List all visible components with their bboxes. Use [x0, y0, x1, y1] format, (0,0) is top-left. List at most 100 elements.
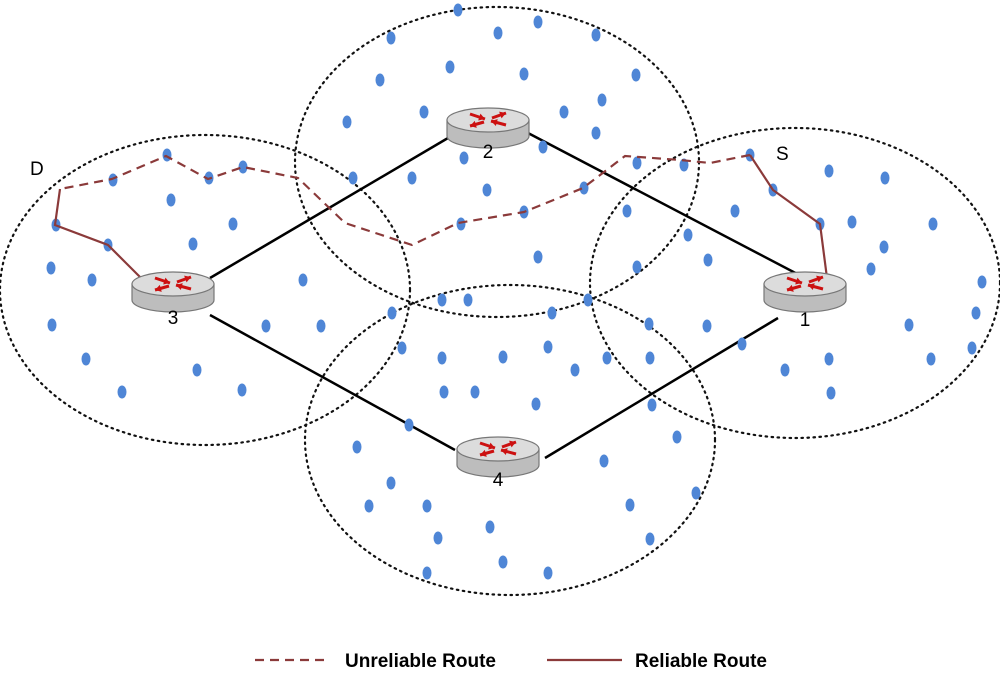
sensor-node	[622, 204, 632, 218]
router-label-3: 3	[168, 308, 179, 329]
sensor-node	[737, 337, 747, 351]
sensor-node	[237, 383, 247, 397]
sensor-node	[971, 306, 981, 320]
router-1: 1	[763, 271, 847, 331]
sensor-node	[672, 430, 682, 444]
sensor-node	[703, 253, 713, 267]
sensor-node	[599, 454, 609, 468]
sensor-node	[485, 520, 495, 534]
router-label-2: 2	[483, 142, 494, 163]
sensor-node	[117, 385, 127, 399]
sensor-node	[386, 476, 396, 490]
router-4: 4	[456, 436, 540, 491]
sensor-node	[46, 261, 56, 275]
sensor-node	[591, 126, 601, 140]
sensor-node	[780, 363, 790, 377]
sensor-node	[422, 566, 432, 580]
destination-label: D	[30, 159, 44, 180]
sensor-node	[342, 115, 352, 129]
sensor-node	[533, 250, 543, 264]
sensor-node	[352, 440, 362, 454]
sensor-node	[422, 499, 432, 513]
sensor-node	[519, 67, 529, 81]
source-label: S	[776, 144, 789, 165]
sensor-node	[644, 317, 654, 331]
sensor-node	[631, 68, 641, 82]
coverage-area-router-4	[303, 283, 717, 597]
sensor-node	[453, 3, 463, 17]
sensor-node	[188, 237, 198, 251]
sensor-node	[437, 351, 447, 365]
sensor-node	[387, 306, 397, 320]
sensor-node	[602, 351, 612, 365]
sensor-node	[625, 498, 635, 512]
sensor-node	[459, 151, 469, 165]
sensor-node	[543, 340, 553, 354]
sensor-node	[533, 15, 543, 29]
sensor-node	[967, 341, 977, 355]
sensor-node	[679, 158, 689, 172]
sensor-node	[597, 93, 607, 107]
legend-unreliable-label: Unreliable Route	[345, 651, 496, 672]
sensor-node	[570, 363, 580, 377]
sensor-node	[87, 273, 97, 287]
sensor-node	[433, 531, 443, 545]
sensor-nodes	[46, 3, 987, 580]
sensor-node	[470, 385, 480, 399]
router-2: 2	[446, 107, 530, 163]
link-2-1	[527, 131, 806, 280]
sensor-node	[904, 318, 914, 332]
sensor-node	[493, 26, 503, 40]
sensor-node	[691, 486, 701, 500]
sensor-node	[81, 352, 91, 366]
sensor-node	[407, 171, 417, 185]
router-icon	[456, 436, 540, 478]
sensor-node	[456, 217, 466, 231]
sensor-node	[162, 148, 172, 162]
sensor-node	[683, 228, 693, 242]
sensor-node	[445, 60, 455, 74]
sensor-node	[404, 418, 414, 432]
sensor-node	[316, 319, 326, 333]
sensor-node	[531, 397, 541, 411]
sensor-node	[498, 555, 508, 569]
legend: Unreliable Route Reliable Route	[255, 651, 767, 672]
sensor-node	[543, 566, 553, 580]
sensor-node	[583, 293, 593, 307]
sensor-node	[824, 352, 834, 366]
backbone-links	[209, 131, 806, 460]
sensor-node	[192, 363, 202, 377]
sensor-node	[364, 499, 374, 513]
reliable-route-destination	[53, 188, 144, 281]
unreliable-route	[59, 153, 751, 247]
link-3-4	[209, 313, 456, 452]
sensor-node	[632, 156, 642, 170]
router-label-4: 4	[493, 470, 504, 491]
coverage-area-router-3	[0, 133, 412, 447]
sensor-node	[439, 385, 449, 399]
router-3: 3	[131, 271, 215, 329]
sensor-node	[261, 319, 271, 333]
sensor-node	[298, 273, 308, 287]
sensor-node	[591, 28, 601, 42]
sensor-node	[645, 351, 655, 365]
sensor-node	[463, 293, 473, 307]
sensor-node	[647, 398, 657, 412]
sensor-node	[386, 31, 396, 45]
sensor-node	[375, 73, 385, 87]
sensor-node	[482, 183, 492, 197]
sensor-node	[437, 293, 447, 307]
coverage-area-router-1	[588, 126, 1000, 440]
sensor-node	[730, 204, 740, 218]
sensor-node	[238, 160, 248, 174]
router-icon	[446, 107, 530, 149]
sensor-node	[579, 181, 589, 195]
sensor-node	[397, 341, 407, 355]
reliable-route-source	[749, 154, 829, 279]
sensor-node	[880, 171, 890, 185]
sensor-node	[348, 171, 358, 185]
sensor-node	[632, 260, 642, 274]
router-icon	[131, 271, 215, 313]
sensor-node	[547, 306, 557, 320]
